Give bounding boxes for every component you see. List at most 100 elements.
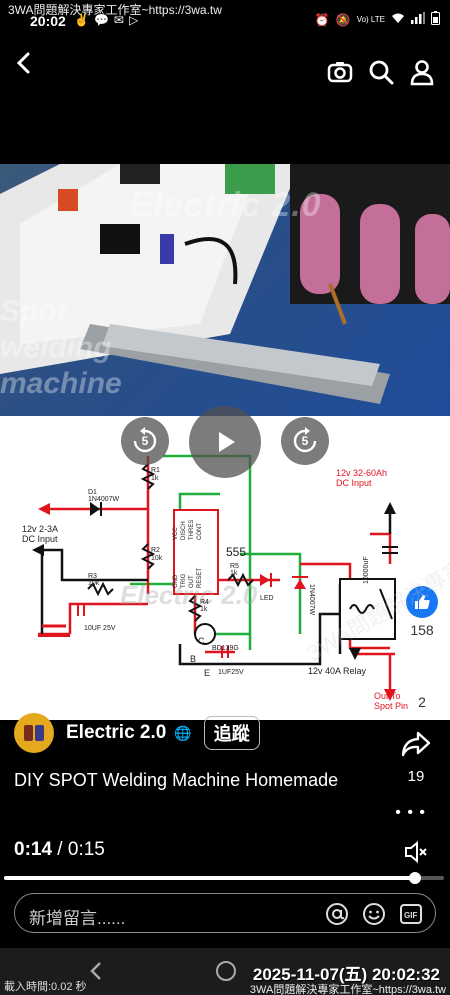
comment-count: 2 bbox=[418, 694, 426, 710]
play-button[interactable] bbox=[189, 406, 261, 478]
duration: 0:15 bbox=[67, 839, 105, 860]
label-diode2: 1N4007W bbox=[308, 584, 315, 616]
label-e: E bbox=[204, 668, 210, 678]
load-time: 載入時間:0.02 秒 bbox=[4, 981, 87, 993]
pin-trig: TRIG bbox=[181, 573, 187, 588]
overlay-line-1: Spot bbox=[0, 295, 67, 328]
label-cap1: 10UF 25V bbox=[84, 625, 116, 632]
system-nav-bar: 載入時間:0.02 秒 2025-11-07(五) 20:02:32 3WA問題… bbox=[0, 948, 450, 995]
comment-bubble-icon bbox=[407, 658, 437, 688]
pin-thres: THRES bbox=[189, 520, 195, 540]
video-brand-overlay: Electric 2.0 bbox=[130, 186, 322, 224]
label-r5-value: 1k bbox=[230, 570, 238, 577]
label-relay: 12v 40A Relay bbox=[308, 666, 367, 676]
progress-fill bbox=[4, 876, 415, 880]
label-led: LED bbox=[260, 595, 274, 602]
pin-disch: DISCH bbox=[181, 521, 187, 540]
top-bar bbox=[0, 40, 450, 100]
svg-text:GIF: GIF bbox=[404, 911, 417, 920]
label-ic-555: 555 bbox=[226, 545, 246, 559]
label-r3: R3 bbox=[88, 573, 97, 580]
status-watermark: 3WA問題解決專家工作室~https://3wa.tw bbox=[8, 3, 222, 17]
label-r2-value: 10k bbox=[151, 555, 163, 562]
chat-icon: 💬 bbox=[93, 13, 109, 27]
overlay-line-3: machine bbox=[0, 367, 122, 400]
comment-input[interactable]: 新增留言...... GIF bbox=[14, 893, 436, 933]
author-name[interactable]: Electric 2.0 bbox=[66, 722, 167, 743]
battery-icon bbox=[431, 11, 440, 28]
progress-bar[interactable] bbox=[4, 872, 444, 884]
rewind-label: 5 bbox=[141, 434, 149, 448]
rewind-button[interactable]: 5 bbox=[121, 417, 169, 465]
wifi-icon bbox=[391, 12, 405, 27]
label-input-right-1: 12v 32-60Ah bbox=[336, 468, 387, 478]
back-arrow-icon[interactable] bbox=[10, 48, 40, 78]
nav-back-icon[interactable] bbox=[88, 960, 104, 987]
label-r2: R2 bbox=[151, 547, 160, 554]
label-r4: R4 bbox=[200, 599, 209, 606]
forward-button[interactable]: 5 bbox=[281, 417, 329, 465]
current-time: 0:14 bbox=[14, 839, 53, 860]
schematic-brand-watermark: Electric 2.0 bbox=[120, 580, 258, 610]
globe-icon: 🌐 bbox=[174, 724, 192, 741]
nav-home-icon[interactable] bbox=[216, 961, 236, 981]
notification-icons: ✌ 💬 ✉ ▷ bbox=[74, 13, 138, 27]
mail-icon: ✉ bbox=[113, 13, 124, 27]
label-r1-value: 1k bbox=[151, 475, 159, 482]
overlay-line-2: welding bbox=[0, 331, 112, 364]
mute-icon[interactable] bbox=[404, 840, 428, 868]
pin-out: OUT bbox=[189, 575, 195, 588]
share-count: 19 bbox=[407, 768, 425, 785]
time-display: 0:14 / 0:15 bbox=[14, 839, 105, 861]
label-c: C bbox=[198, 636, 205, 646]
pin-gnd: GND bbox=[173, 574, 179, 588]
label-output-1: Out To bbox=[374, 691, 400, 701]
video-frame-photo: Electric 2.0 Spot welding machine bbox=[0, 164, 450, 416]
label-input-left-1: 12v 2-3A bbox=[22, 524, 58, 534]
profile-icon[interactable] bbox=[408, 58, 436, 86]
mention-icon[interactable] bbox=[325, 902, 349, 926]
status-bar: 3WA問題解決專家工作室~https://3wa.tw 20:02 ✌ 💬 ✉ … bbox=[0, 0, 450, 34]
like-action[interactable]: 158 bbox=[402, 586, 442, 638]
system-icons: ⏰ 🔕 Vo) LTE bbox=[315, 11, 440, 28]
label-d1: D1 bbox=[88, 489, 97, 496]
label-input-left-2: DC Input bbox=[22, 534, 58, 544]
label-r4-value: 1k bbox=[200, 606, 208, 613]
label-r3-value: 10k bbox=[88, 580, 100, 587]
share-arrow-icon bbox=[401, 731, 431, 757]
search-icon[interactable] bbox=[367, 58, 395, 86]
status-time: 20:02 bbox=[30, 13, 66, 29]
pin-vcc: VCC bbox=[173, 527, 179, 540]
play-store-icon: ▷ bbox=[128, 13, 139, 27]
video-player[interactable]: Electric 2.0 Spot welding machine bbox=[0, 164, 450, 720]
label-cap2: 1UF25V bbox=[218, 669, 244, 676]
thumbs-up-icon bbox=[406, 586, 438, 618]
forward-label: 5 bbox=[301, 434, 309, 448]
progress-handle[interactable] bbox=[408, 872, 421, 884]
label-b: B bbox=[190, 654, 196, 664]
avatar[interactable] bbox=[14, 713, 54, 753]
more-options-icon[interactable]: • • • bbox=[395, 804, 426, 821]
play-icon bbox=[219, 432, 235, 452]
label-r5: R5 bbox=[230, 563, 239, 570]
label-output-2: Spot Pin bbox=[374, 701, 408, 711]
label-cap3: 10000uF bbox=[363, 556, 370, 584]
pin-reset: RESET bbox=[197, 568, 203, 588]
comment-placeholder: 新增留言...... bbox=[29, 909, 126, 928]
time-separator: / bbox=[52, 839, 68, 860]
video-title-overlay: Spot welding machine bbox=[0, 294, 122, 402]
post-title: DIY SPOT Welding Machine Homemade bbox=[14, 770, 339, 790]
label-transistor: BD139G bbox=[212, 645, 239, 652]
like-count: 158 bbox=[410, 622, 434, 638]
camera-icon[interactable] bbox=[326, 58, 354, 86]
gif-icon[interactable]: GIF bbox=[399, 902, 423, 926]
follow-button[interactable]: 追蹤 bbox=[203, 716, 260, 750]
share-action[interactable]: 19 bbox=[396, 730, 436, 785]
comment-action[interactable]: 2 bbox=[402, 658, 442, 710]
label-d1-value: 1N4007W bbox=[88, 496, 120, 503]
label-input-right-2: DC Input bbox=[336, 478, 372, 488]
mute-bell-icon: 🔕 bbox=[335, 12, 351, 27]
signal-icon bbox=[411, 12, 425, 27]
author-row: Electric 2.0 🌐 追蹤 bbox=[14, 713, 260, 753]
emoji-icon[interactable] bbox=[362, 902, 386, 926]
